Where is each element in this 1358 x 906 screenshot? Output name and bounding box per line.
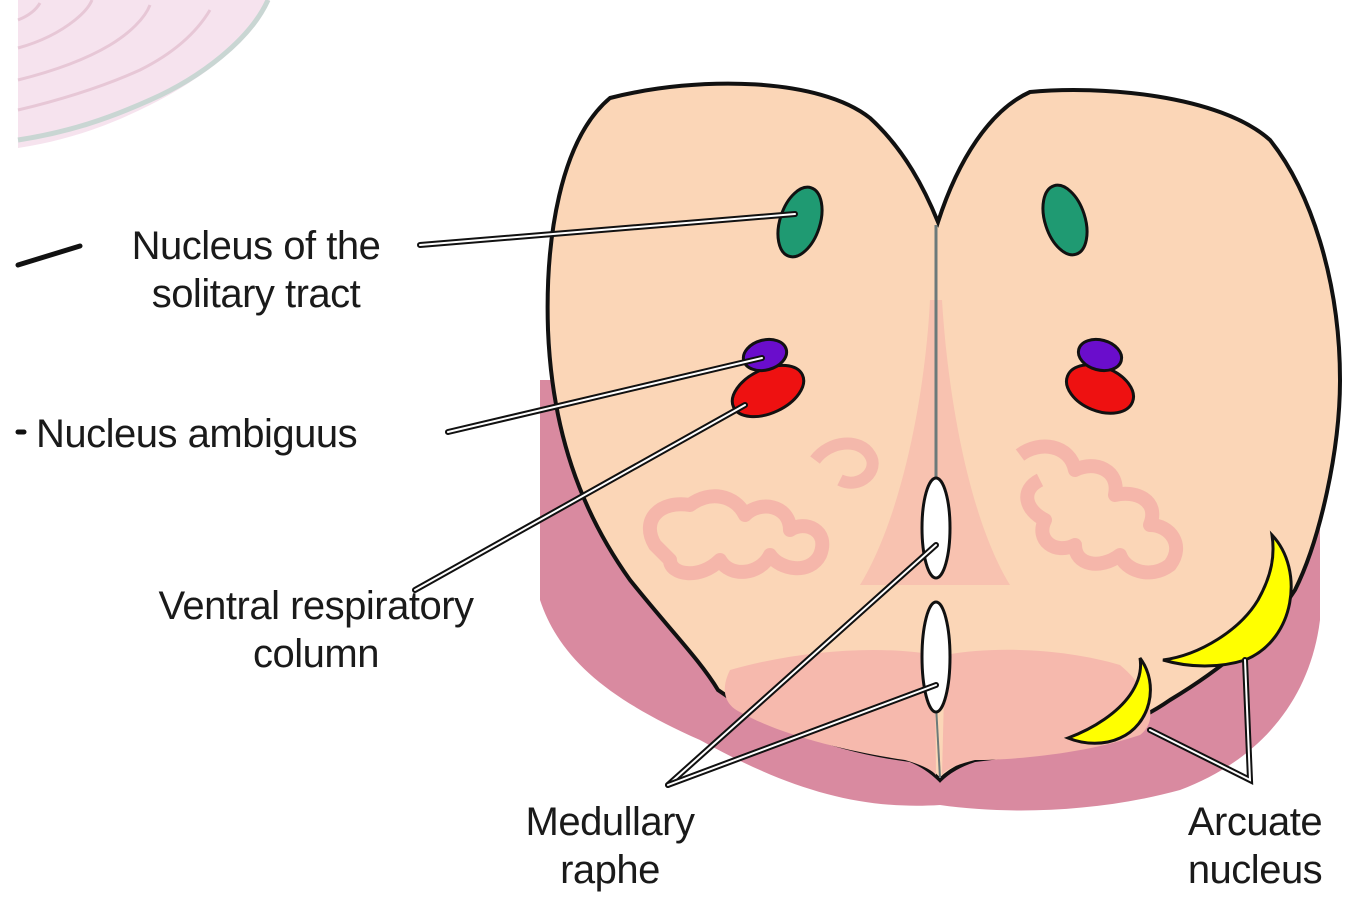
label-solitary-line1: Nucleus of the xyxy=(96,222,416,270)
label-arcuate-nucleus: Arcuate nucleus xyxy=(1165,798,1345,894)
cerebellum-fragment xyxy=(18,0,270,148)
label-medullary-raphe: Medullary raphe xyxy=(500,798,720,894)
label-ventral-line2: column xyxy=(116,630,516,678)
label-arcuate-line1: Arcuate xyxy=(1165,798,1345,846)
label-raphe-line1: Medullary xyxy=(500,798,720,846)
label-nucleus-ambiguus: Nucleus ambiguus xyxy=(36,410,357,458)
label-ambiguus-line1: Nucleus ambiguus xyxy=(36,410,357,458)
label-raphe-line2: raphe xyxy=(500,846,720,894)
raphe-nucleus-upper xyxy=(922,478,950,578)
label-ventral-respiratory-column: Ventral respiratory column xyxy=(116,582,516,678)
label-ventral-line1: Ventral respiratory xyxy=(116,582,516,630)
raphe-nucleus-lower xyxy=(922,602,950,712)
label-arcuate-line2: nucleus xyxy=(1165,846,1345,894)
label-nucleus-solitary-tract: Nucleus of the solitary tract xyxy=(96,222,416,318)
label-solitary-line2: solitary tract xyxy=(96,270,416,318)
